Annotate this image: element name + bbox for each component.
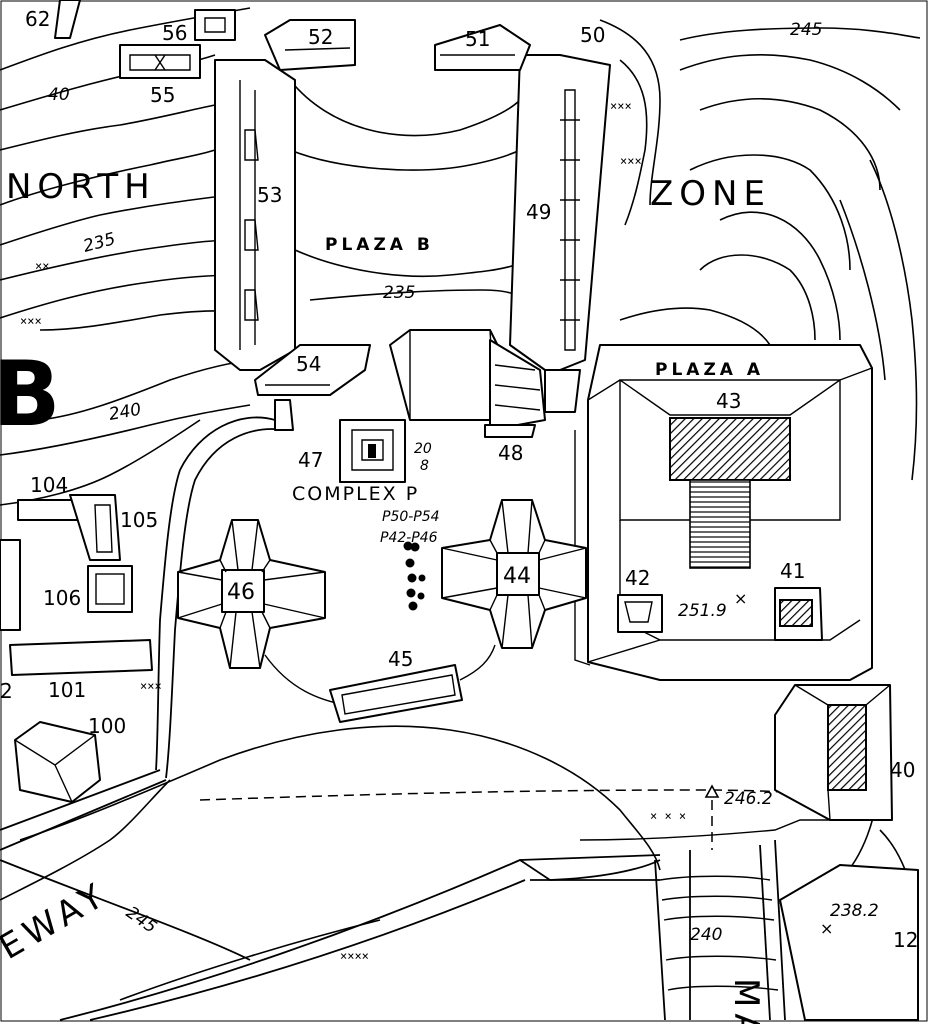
elevation-label: 245 [790, 20, 822, 40]
structure-label: 2 [0, 679, 13, 703]
structure-47 [339, 419, 406, 483]
structure-46 [177, 519, 326, 669]
structure-101 [9, 639, 153, 676]
structure-label: 104 [30, 473, 68, 497]
spot-height-x-icon: × [820, 919, 833, 938]
complex-p-note-bottom: 8 [420, 458, 429, 474]
structure-label: 52 [308, 25, 333, 49]
complex-p-note-top: 20 [414, 441, 432, 457]
plaza-a-label: PLAZA A [655, 360, 764, 380]
svg-text:×××: ××× [140, 679, 162, 693]
complex-p-dots [403, 541, 426, 611]
structure-label: 105 [120, 508, 158, 532]
structure-label: 46 [227, 580, 255, 605]
structure-label: 62 [25, 7, 50, 31]
complex-p-sub1: P50-P54 [382, 509, 440, 525]
structure-12 [779, 864, 919, 1021]
zone-label-north: NORTH [6, 167, 156, 207]
structure-105 [69, 494, 121, 561]
structure-label: 49 [526, 200, 551, 224]
structure-100 [14, 721, 101, 803]
structure-label: 50 [580, 23, 605, 47]
structure-label: 41 [780, 559, 805, 583]
structure-label: 106 [43, 586, 81, 610]
plaza-b-label: PLAZA B [325, 235, 434, 255]
structure-62 [54, 0, 81, 39]
svg-text:××: ×× [35, 259, 49, 273]
structure-label: 56 [162, 21, 187, 45]
elevation-label: 246.2 [724, 789, 773, 809]
structure-40 [774, 684, 893, 821]
structure-label: 42 [625, 566, 650, 590]
structure-54 [254, 344, 371, 431]
structure-label: 43 [716, 389, 741, 413]
benchmark-icons: × × [704, 589, 833, 938]
structure-56 [194, 9, 236, 41]
svg-text:××××: ×××× [340, 949, 369, 963]
structure-2 [0, 539, 21, 631]
complex-p-sub2: P42-P46 [380, 530, 438, 546]
section-letter: B [0, 342, 61, 447]
spot-height-x-icon: × [734, 589, 747, 608]
structure-label: 44 [503, 564, 531, 589]
elevation-label: 235 [383, 283, 415, 303]
structure-label: 55 [150, 83, 175, 107]
structure-label: 100 [88, 714, 126, 738]
elevation-label: 240 [690, 925, 722, 945]
elevation-label: 235 [81, 229, 118, 257]
road-label: MA [726, 978, 766, 1024]
svg-text:× × ×: × × × [650, 809, 686, 823]
structure-55 [119, 44, 201, 79]
elevation-label: 240 [107, 400, 142, 425]
structure-42 [617, 594, 663, 633]
causeway-label: EWAY [0, 874, 115, 968]
elevation-label: 245 [122, 903, 160, 938]
structure-41 [774, 587, 823, 641]
svg-text:×××: ××× [620, 154, 642, 168]
structure-51 [434, 24, 531, 71]
structure-label: 101 [48, 678, 86, 702]
structure-45 [329, 664, 463, 723]
elevation-label: 238.2 [830, 901, 879, 921]
structure-label: 51 [465, 27, 490, 51]
structure-label: 54 [296, 352, 321, 376]
structure-label: 40 [890, 758, 915, 782]
structure-central-block [389, 329, 501, 421]
benchmark-triangle-icon [704, 784, 720, 798]
structure-52 [264, 19, 356, 71]
structure-48 [484, 339, 581, 438]
complex-p-label: COMPLEX P [292, 483, 419, 505]
svg-text:×××: ××× [20, 314, 42, 328]
structure-label: 12 [893, 928, 918, 952]
rubble-marks: ××× ××× ×× ××× ××× ×××× × × × [20, 99, 686, 963]
structure-49 [509, 54, 611, 371]
structure-44 [441, 499, 587, 649]
structure-label: 48 [498, 441, 523, 465]
structure-label: 47 [298, 448, 323, 472]
map-labels: NORTH ZONE PLAZA B PLAZA A COMPLEX P P50… [0, 7, 918, 1024]
structure-106 [87, 565, 133, 613]
svg-text:×××: ××× [610, 99, 632, 113]
zone-label-zone: ZONE [650, 174, 771, 214]
structure-53 [214, 59, 296, 371]
elevation-label: 251.9 [678, 601, 727, 621]
walls-and-paths [0, 416, 881, 1021]
structure-label: 45 [388, 647, 413, 671]
elevation-label: 40 [48, 85, 70, 105]
structure-label: 53 [257, 183, 282, 207]
